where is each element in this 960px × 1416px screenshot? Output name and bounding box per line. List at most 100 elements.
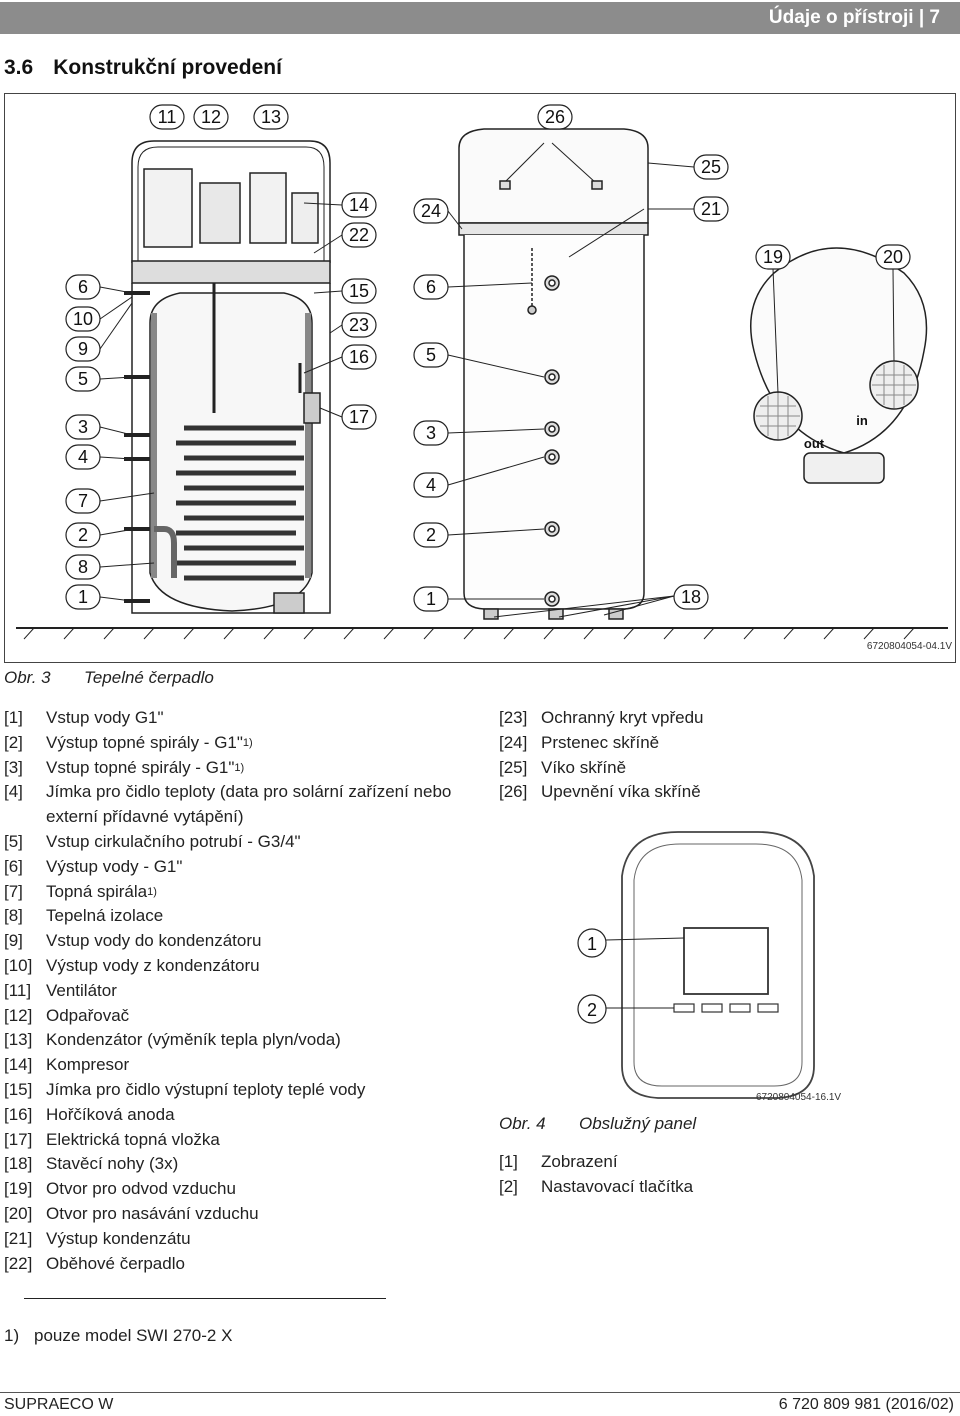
figure3-code: 6720804054-04.1V — [866, 641, 952, 652]
legend-item: [6]Výstup vody - G1" — [4, 856, 183, 876]
callout-leaders-right — [772, 268, 895, 394]
footnote-text: pouze model SWI 270-2 X — [34, 1326, 233, 1345]
callout-6b: 6 — [426, 277, 436, 297]
callout-1b: 1 — [426, 589, 436, 609]
section-view — [124, 140, 331, 614]
callout-13: 13 — [261, 107, 281, 127]
callouts-left — [65, 104, 377, 610]
callout-1: 1 — [78, 587, 88, 607]
legend-fig4: [1]Zobrazení [2]Nastavovací tlačítka — [499, 1150, 799, 1200]
figure4-caption-text: Obslužný panel — [579, 1114, 697, 1133]
header-section-ref: Údaje o přístroji | 7 — [768, 7, 940, 28]
callout-17: 17 — [349, 407, 369, 427]
callout-5: 5 — [78, 369, 88, 389]
callout-10: 10 — [73, 309, 93, 329]
legend-item: [20]Otvor pro nasávání vzduchu — [4, 1203, 259, 1223]
footnote: 1) pouze model SWI 270-2 X — [4, 1326, 232, 1346]
callout-20: 20 — [883, 247, 903, 267]
figure-control-panel: 1 2 — [577, 831, 815, 1099]
callout-16: 16 — [349, 347, 369, 367]
callout-15: 15 — [349, 281, 369, 301]
callout-18: 18 — [681, 587, 701, 607]
callout-6: 6 — [78, 277, 88, 297]
legend-item: [1]Zobrazení — [499, 1152, 618, 1171]
section-heading: 3.6 Konstrukční provedení — [4, 56, 282, 80]
callout-leaders-left — [99, 202, 343, 602]
figure3-caption-text: Tepelné čerpadlo — [84, 668, 214, 687]
footer-divider — [0, 1392, 960, 1393]
section-number: 3.6 — [4, 56, 34, 79]
top-view — [750, 247, 928, 484]
legend-item: [21]Výstup kondenzátu — [4, 1228, 191, 1248]
callout-4b: 4 — [426, 475, 436, 495]
callout-19: 19 — [763, 247, 783, 267]
legend-item: [2]Výstup topné spirály - G1"1) — [4, 732, 253, 752]
callout-26: 26 — [545, 107, 565, 127]
legend-item: [2]Nastavovací tlačítka — [499, 1176, 694, 1196]
callout-labels-left: 11 12 13 6 10 9 5 3 4 7 2 8 1 14 22 15 2… — [73, 107, 369, 607]
footnote-divider — [24, 1298, 386, 1299]
legend-item: [14]Kompresor — [4, 1055, 130, 1075]
callout-25: 25 — [701, 157, 721, 177]
panel-inner — [633, 843, 803, 1087]
callout-leader-display — [605, 937, 685, 941]
callouts-right — [673, 244, 911, 610]
ground-hatch — [23, 627, 915, 640]
legend-item: [9]Vstup vody do kondenzátoru — [4, 931, 262, 951]
legend-item: [10]Výstup vody z kondenzátoru — [4, 955, 260, 975]
callout-22: 22 — [349, 225, 369, 245]
legend-item: [25]Víko skříně — [499, 757, 627, 777]
callout-14: 14 — [349, 195, 369, 215]
figure4-code: 6720804054-16.1V — [756, 1092, 842, 1103]
callout-23: 23 — [349, 315, 369, 335]
footer-product: SUPRAECO W — [4, 1396, 114, 1413]
callout-2: 2 — [78, 525, 88, 545]
callout-24: 24 — [421, 201, 441, 221]
figure3-caption-label: Obr. 3 — [4, 668, 51, 687]
legend-fig3-right: [23]Ochranný kryt vpředu [24]Prstenec sk… — [499, 706, 799, 805]
panel-callout-1: 1 — [587, 934, 597, 954]
callouts-mid — [413, 104, 729, 612]
legend-item: [16]Hořčíková anoda — [4, 1104, 175, 1124]
callout-12: 12 — [201, 107, 221, 127]
legend-item: [26]Upevnění víka skříně — [499, 782, 701, 802]
callout-3: 3 — [78, 417, 88, 437]
callout-21: 21 — [701, 199, 721, 219]
header-bar: Údaje o přístroji | 7 — [0, 2, 960, 34]
legend-item: [24]Prstenec skříně — [499, 732, 660, 752]
callout-7: 7 — [78, 491, 88, 511]
callout-5b: 5 — [426, 345, 436, 365]
legend-item: [13]Kondenzátor (výměník tepla plyn/voda… — [4, 1030, 341, 1050]
legend-fig3-left: [1]Vstup vody G1" [2]Výstup topné spirál… — [4, 706, 474, 1276]
legend-item: [8]Tepelná izolace — [4, 906, 164, 926]
callout-labels-mid: 24 6 5 3 4 2 1 26 25 21 — [421, 107, 721, 609]
callout-leaders-mid — [447, 162, 695, 618]
legend-item: [17]Elektrická topná vložka — [4, 1129, 220, 1149]
legend-item: [23]Ochranný kryt vpředu — [499, 708, 704, 727]
footer-doc-number: 6 720 809 981 (2016/02) — [778, 1396, 954, 1413]
figure4-caption-label: Obr. 4 — [499, 1114, 546, 1133]
figure4-caption: Obr. 4 Obslužný panel — [499, 1114, 696, 1134]
legend-item: [12]Odpařovač — [4, 1005, 130, 1025]
panel-callout-2: 2 — [587, 1000, 597, 1020]
callout-labels-right: 19 20 18 out in — [681, 247, 903, 607]
legend-item: [4]Jímka pro čidlo teploty (data pro sol… — [4, 782, 452, 827]
legend-item: [3]Vstup topné spirály - G1"1) — [4, 757, 245, 777]
figure-heat-pump: 11 12 13 6 10 9 5 3 4 7 2 8 1 14 22 15 2… — [4, 93, 956, 663]
legend-item: [22]Oběhové čerpadlo — [4, 1253, 185, 1273]
legend-item: [15]Jímka pro čidlo výstupní teploty tep… — [4, 1079, 366, 1099]
legend-item: [1]Vstup vody G1" — [4, 708, 164, 727]
callout-9: 9 — [78, 339, 88, 359]
legend-item: [18]Stavěcí nohy (3x) — [4, 1154, 179, 1174]
footnote-key: 1) — [4, 1326, 20, 1345]
display-screen — [683, 927, 769, 995]
section-title: Konstrukční provedení — [53, 56, 282, 79]
label-out: out — [804, 436, 825, 451]
legend-item: [11]Ventilátor — [4, 980, 117, 1000]
callout-2b: 2 — [426, 525, 436, 545]
panel-callouts — [577, 928, 607, 1024]
callout-11: 11 — [158, 107, 177, 127]
callout-8: 8 — [78, 557, 88, 577]
legend-item: [19]Otvor pro odvod vzduchu — [4, 1179, 236, 1199]
